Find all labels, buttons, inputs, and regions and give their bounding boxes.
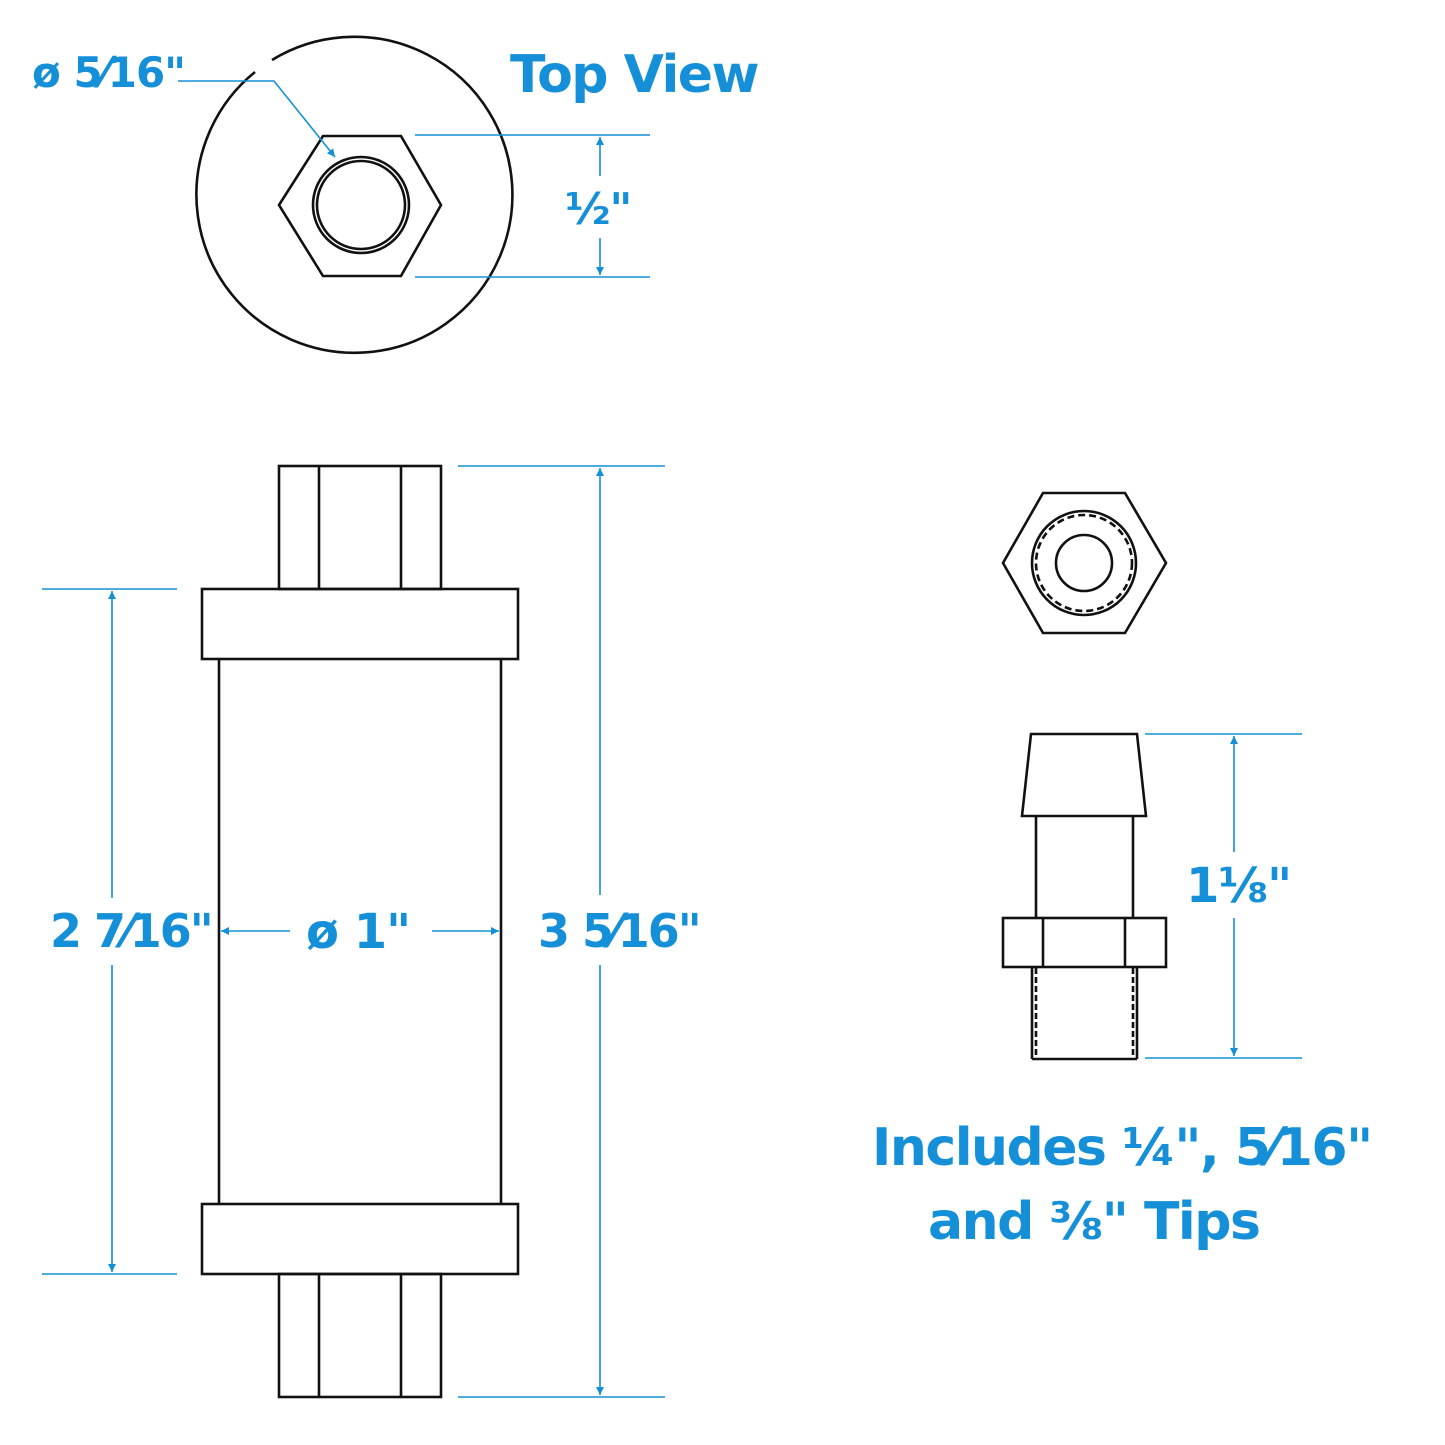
bottom-hex-nut — [277, 1272, 443, 1399]
bore-inner-circle — [315, 159, 407, 251]
top-flange — [200, 587, 520, 661]
overall-length-dimension — [458, 465, 665, 1398]
bore-diameter-label: ø 5⁄16" — [32, 48, 186, 97]
top-view-drawing — [195, 35, 514, 355]
hex-nut-top — [277, 134, 443, 278]
tip-length-dimension — [1145, 733, 1302, 1059]
bottom-flange — [200, 1202, 520, 1276]
caption-line-1: Includes ¼", 5⁄16" — [872, 1118, 1373, 1178]
outer-flange-circle — [195, 35, 514, 355]
hex-height-label: ½" — [565, 184, 632, 235]
tip-top-view — [1001, 491, 1168, 635]
tip-side-view — [1001, 732, 1168, 1061]
diameter-label: ø 1" — [306, 904, 411, 960]
tip-length-label: 1⅛" — [1186, 858, 1292, 914]
caption-line-2: and ⅜" Tips — [928, 1192, 1261, 1252]
bore-outer-circle — [311, 155, 411, 255]
top-hex-nut — [277, 464, 443, 591]
body-length-label: 2 7⁄16" — [50, 904, 214, 958]
overall-length-label: 3 5⁄16" — [538, 904, 702, 958]
bore-leader — [178, 80, 336, 158]
hose-barb — [1020, 732, 1148, 818]
body-length-dimension — [42, 588, 177, 1275]
tip-hex-nut — [1001, 916, 1168, 969]
filter-body-side-view — [200, 464, 520, 1399]
top-view-title: Top View — [510, 45, 760, 105]
hex-height-dimension — [415, 134, 650, 278]
